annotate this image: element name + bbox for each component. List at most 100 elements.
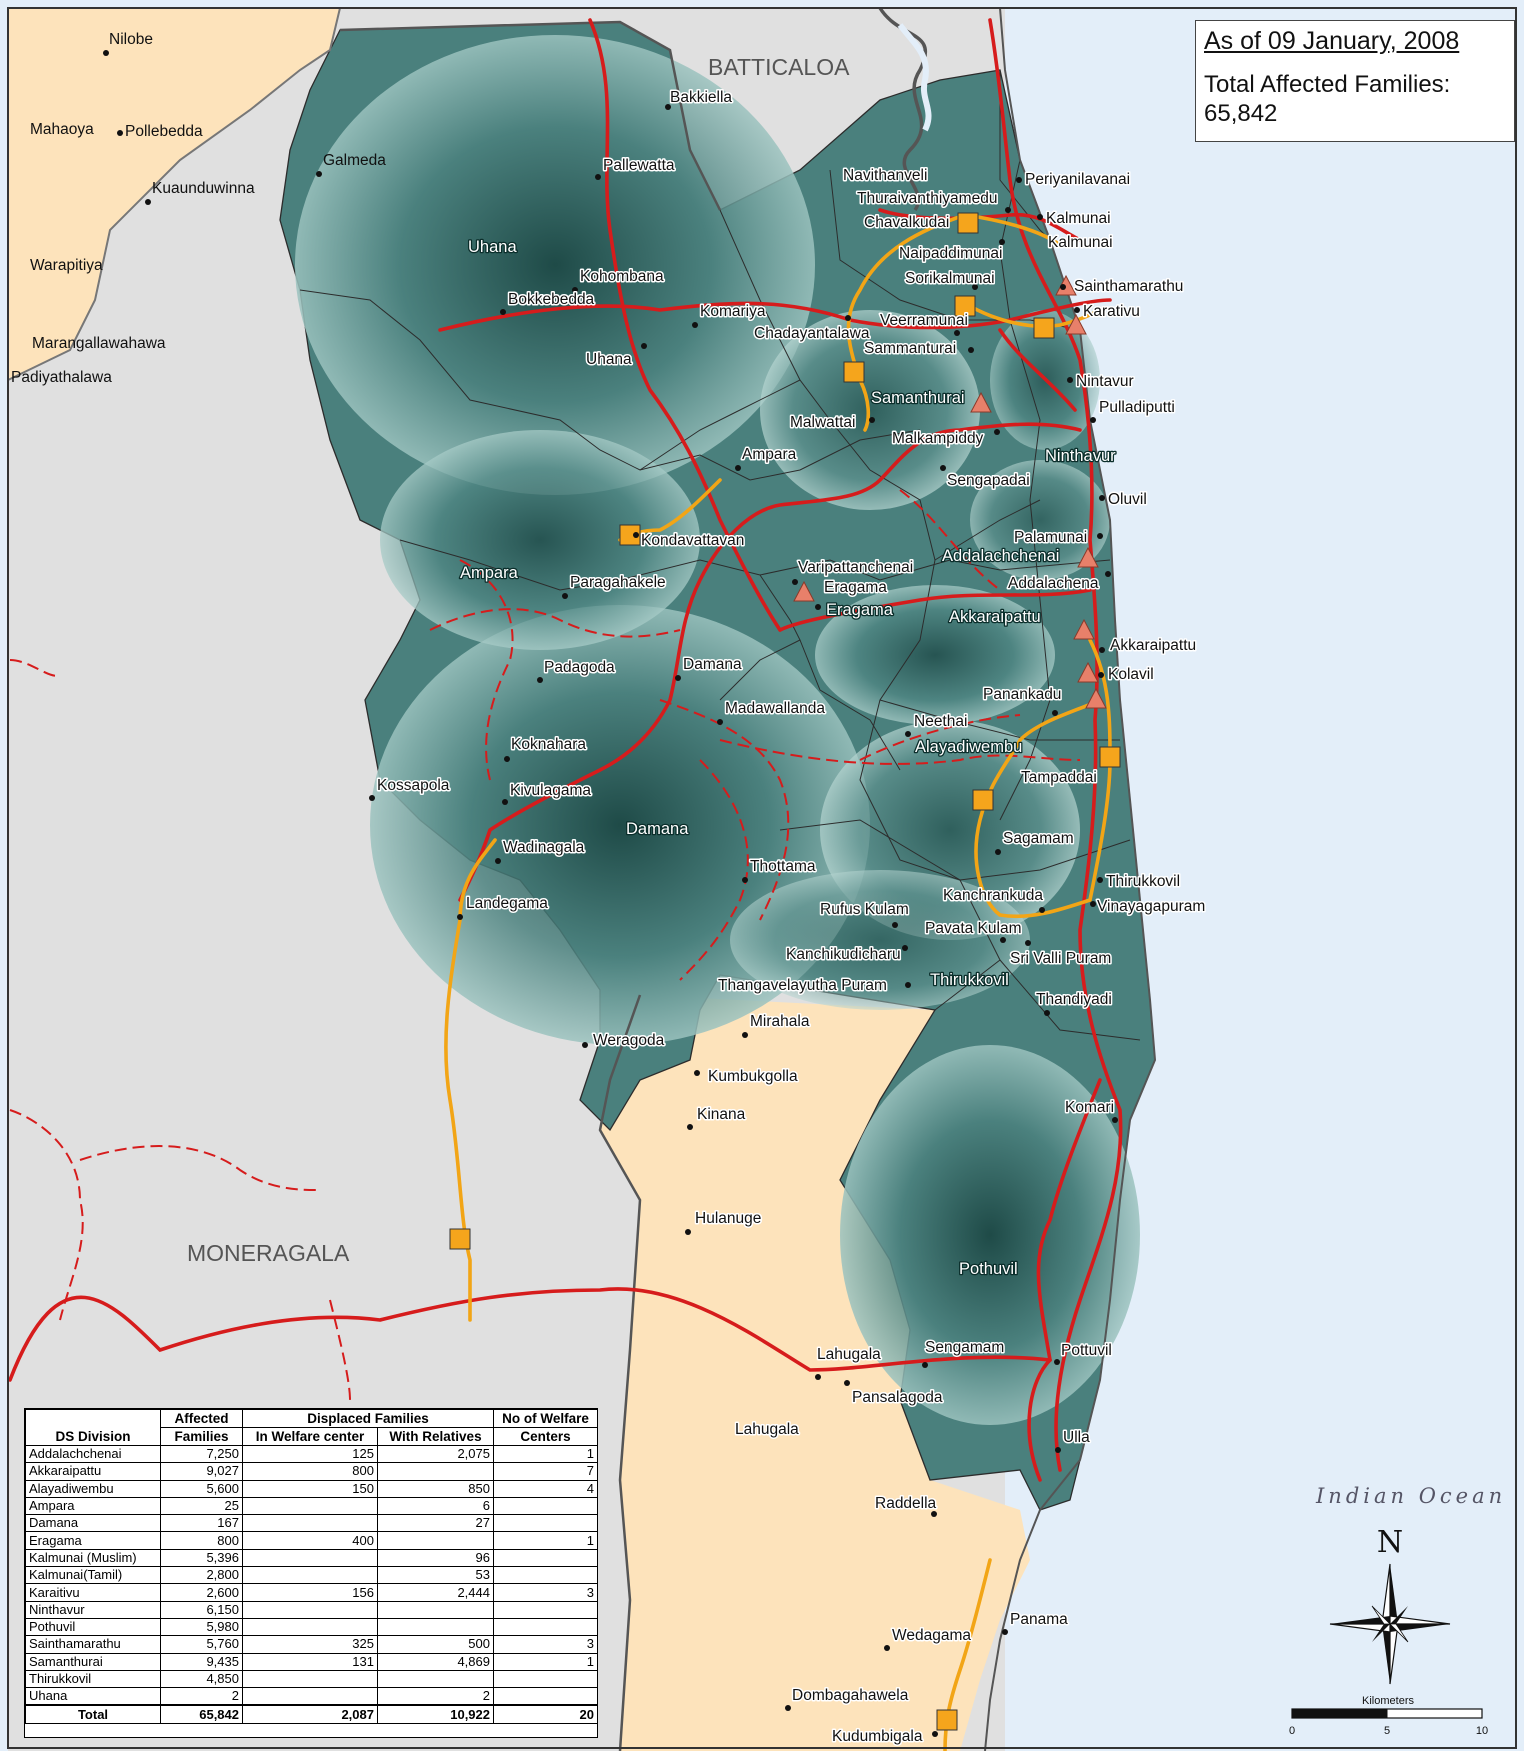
place-label: Bokkebedda	[508, 291, 595, 308]
main-roads	[8, 18, 1123, 1482]
district-label-moneragala: MONERAGALA	[187, 1240, 350, 1266]
place-label: Vinayagapuram	[1097, 898, 1205, 915]
cell-relatives: 2,444	[377, 1583, 494, 1602]
place-label: Kossapola	[377, 777, 450, 794]
header-centers-bottom: Centers	[493, 1427, 598, 1446]
welfare-center-marker	[843, 361, 865, 383]
cell-centers	[493, 1496, 598, 1516]
cell-centers: 3	[493, 1583, 598, 1602]
total-affected-label: Total Affected Families:	[1204, 71, 1451, 98]
cell-division: Thirukkovil	[25, 1669, 161, 1689]
cell-relatives	[377, 1617, 494, 1637]
relatives-marker	[1077, 661, 1099, 683]
place-label: Kivulagama	[510, 782, 591, 799]
place-label: Galmeda	[323, 152, 386, 169]
north-arrow: N	[1329, 1525, 1451, 1685]
cell-affected: 25	[160, 1496, 243, 1516]
place-label: Ampara	[742, 446, 797, 463]
relatives-marker	[1077, 546, 1099, 568]
cell-welfare: 131	[242, 1652, 378, 1671]
cell-division: Sainthamarathu	[25, 1635, 161, 1654]
cell-centers: 3	[493, 1635, 598, 1654]
place-label: Landegama	[466, 895, 548, 912]
place-label: Warapitiya	[30, 257, 103, 274]
place-label: Weragoda	[593, 1032, 665, 1049]
cell-welfare: 156	[242, 1583, 378, 1602]
header-ds-division: DS Division	[25, 1409, 161, 1446]
cell-welfare	[242, 1687, 378, 1706]
cell-centers: 1	[493, 1531, 598, 1550]
welfare-center-marker	[936, 1709, 958, 1731]
cell-welfare: 400	[242, 1531, 378, 1550]
cell-division: Kalmunai(Tamil)	[25, 1566, 161, 1585]
scale-tick-label: 10	[1476, 1725, 1488, 1737]
place-label: Marangallawahawa	[32, 335, 166, 352]
place-label: Lahugala	[817, 1346, 881, 1363]
place-label: Paragahakele	[570, 574, 666, 591]
relatives-markers	[793, 274, 1107, 709]
place-label: Sri Valli Puram	[1010, 950, 1111, 967]
coastline	[984, 7, 1157, 1751]
scale-tick-label: 0	[1289, 1725, 1295, 1737]
ocean-label: Indian Ocean	[1315, 1484, 1506, 1508]
relatives-marker	[1085, 687, 1107, 709]
place-label: Naipaddimunai	[899, 245, 1002, 262]
place-label: Tampaddai	[1021, 769, 1097, 786]
place-label: Nintavur	[1076, 373, 1134, 390]
cell-relatives: 2,075	[377, 1444, 494, 1464]
place-label: Koknahara	[511, 736, 586, 753]
cell-affected: 800	[160, 1531, 243, 1550]
place-label: Hulanuge	[695, 1210, 761, 1227]
place-label: Dombagahawela	[792, 1687, 909, 1704]
place-label: Padagoda	[544, 659, 615, 676]
cell-relatives	[377, 1669, 494, 1689]
place-label: Kanchrankuda	[943, 887, 1043, 904]
division-labels: Uhana Ampara Damana Eragama Samanthurai …	[459, 237, 1118, 1280]
cell-total-relatives: 10,922	[377, 1704, 494, 1724]
scale-label: Kilometers	[1362, 1695, 1414, 1707]
place-label: Kalmunai	[1048, 234, 1113, 251]
cell-total-centers: 20	[493, 1704, 598, 1724]
place-label: Neethai	[914, 713, 967, 730]
cell-welfare	[242, 1496, 378, 1516]
header-affected-top: Affected	[160, 1409, 243, 1428]
cell-affected: 5,980	[160, 1617, 243, 1637]
cell-division: Ampara	[25, 1496, 161, 1516]
cell-total-affected: 65,842	[160, 1704, 243, 1724]
cell-division: Uhana	[25, 1687, 161, 1706]
ds-division-table: DS Division Affected Displaced Families …	[25, 1409, 598, 1724]
place-label: Pulladiputti	[1099, 399, 1175, 416]
cell-affected: 9,027	[160, 1462, 243, 1481]
place-label: Kondavattavan	[641, 532, 744, 549]
division-label: Damana	[626, 820, 689, 838]
place-label: Ulla	[1063, 1429, 1090, 1446]
place-label: Mahaoya	[30, 121, 94, 138]
cell-affected: 167	[160, 1514, 243, 1533]
cell-welfare	[242, 1566, 378, 1585]
cell-division: Ninthavur	[25, 1600, 161, 1619]
north-label: N	[1377, 1525, 1403, 1560]
district-border-south	[598, 994, 642, 1751]
cell-centers: 4	[493, 1479, 598, 1498]
place-label: Pollebedda	[125, 123, 203, 140]
place-label: Komariya	[700, 303, 766, 320]
place-label: Kudumbigala	[832, 1728, 923, 1745]
cell-centers: 1	[493, 1444, 598, 1464]
header-in-welfare: In Welfare center	[242, 1427, 378, 1446]
header-with-relatives: With Relatives	[377, 1427, 494, 1446]
place-label: Raddella	[875, 1495, 937, 1512]
cell-affected: 9,435	[160, 1652, 243, 1671]
division-label: Ninthavur	[1045, 447, 1116, 465]
lagoon-water	[897, 23, 932, 132]
place-label: Pavata Kulam	[925, 920, 1022, 937]
cell-relatives: 500	[377, 1635, 494, 1654]
place-label: Komari	[1065, 1099, 1114, 1116]
place-label: Malwattai	[790, 414, 855, 431]
cell-centers	[493, 1548, 598, 1568]
